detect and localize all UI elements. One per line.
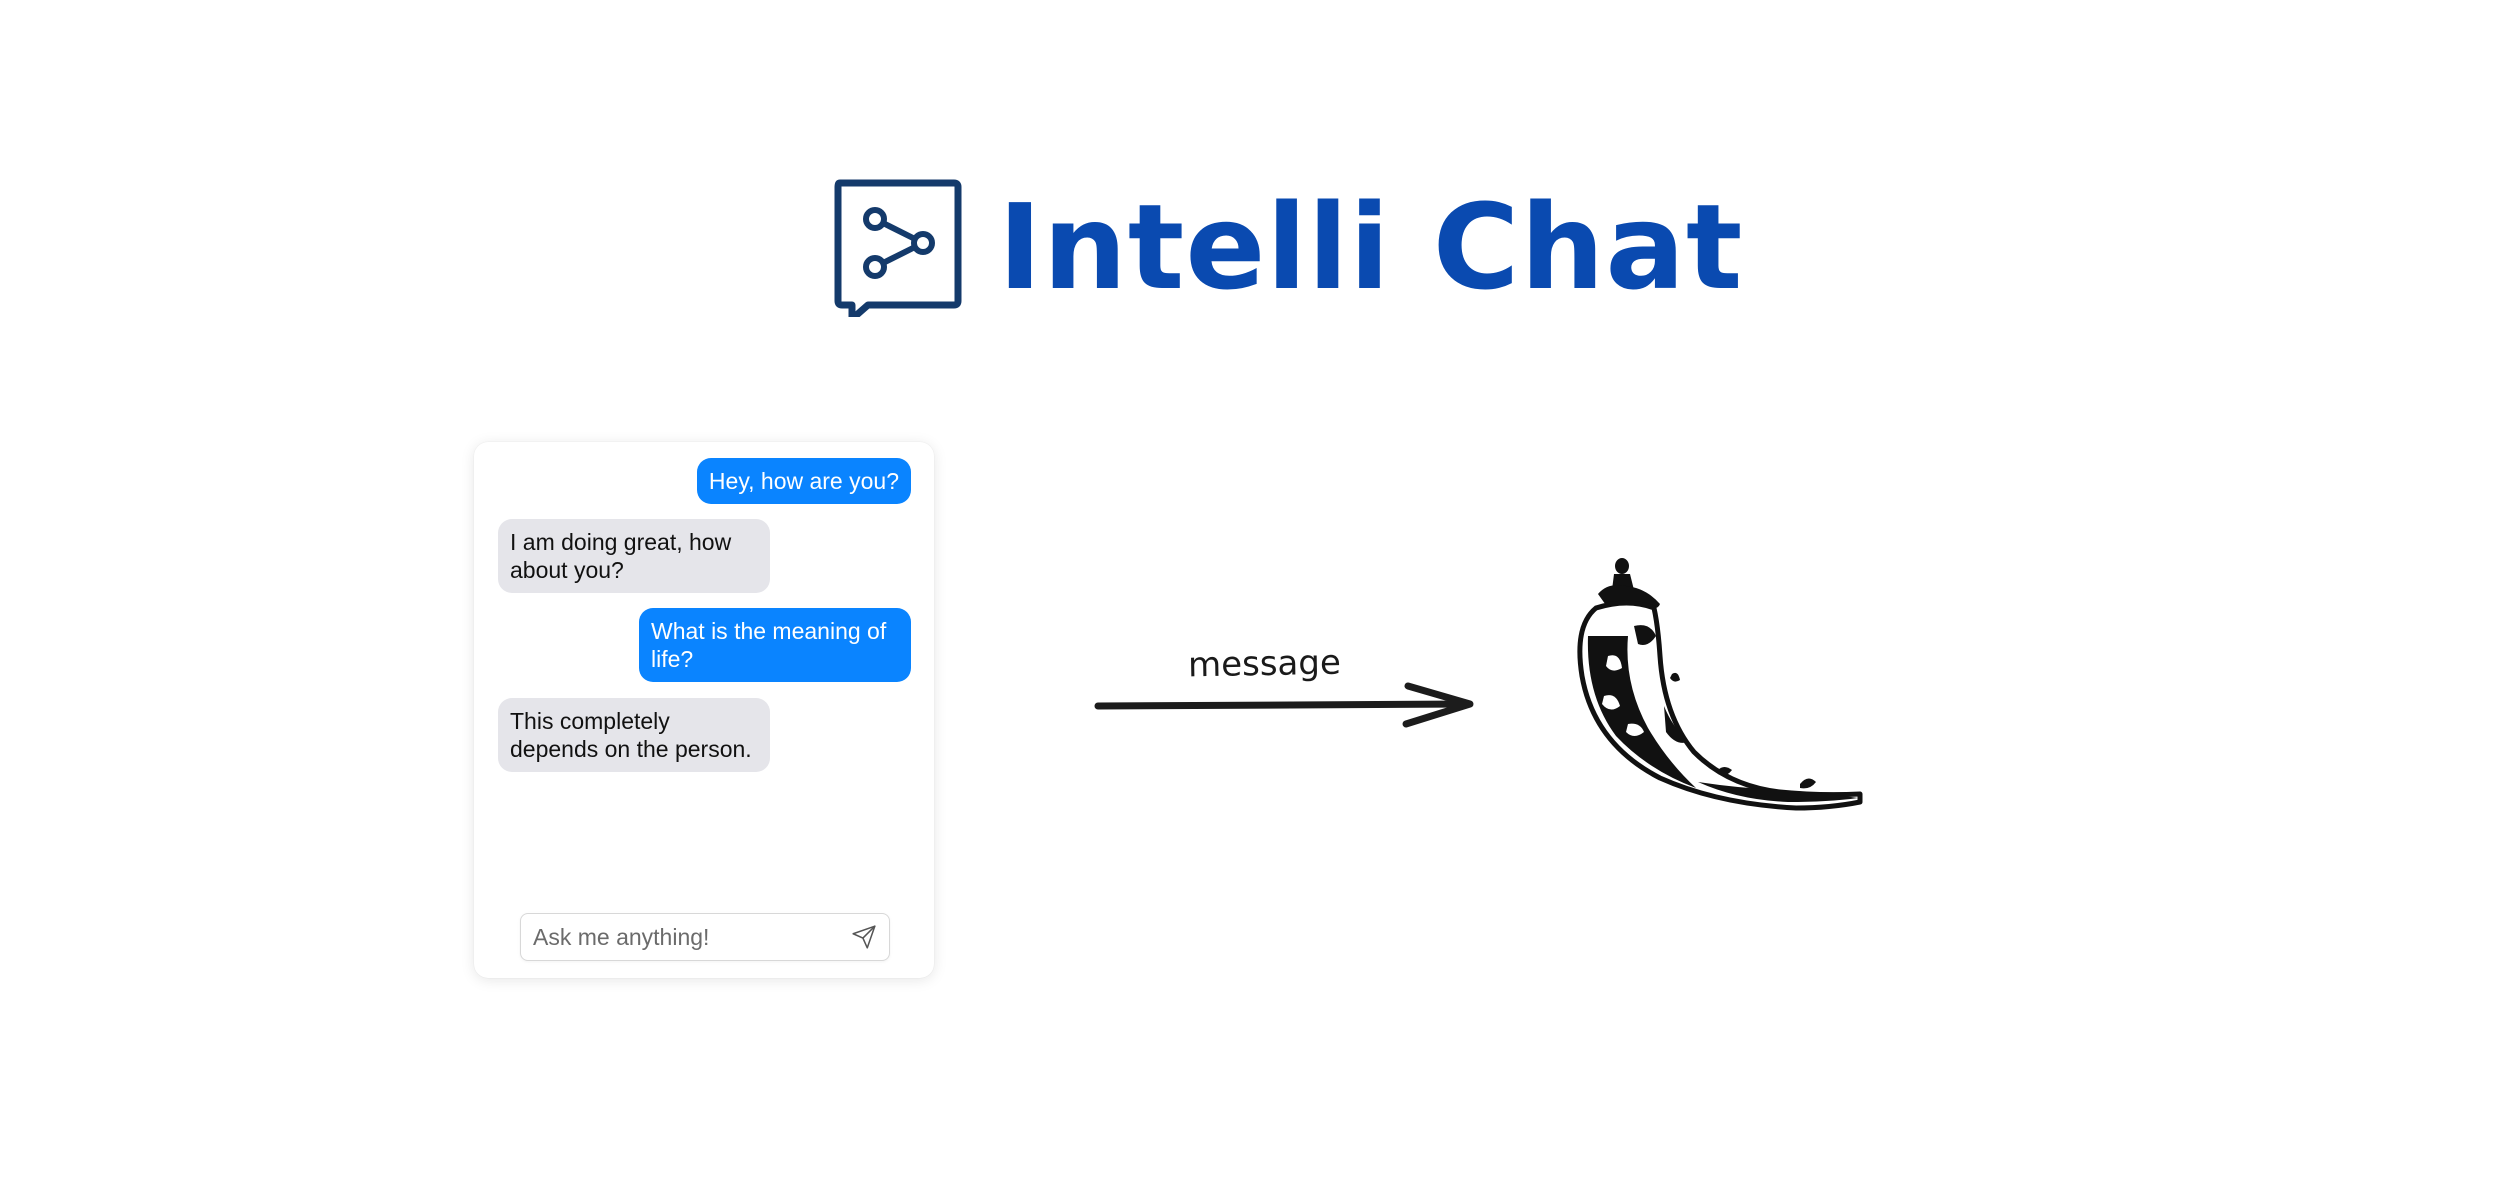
chat-share-icon [834,179,962,317]
chat-input[interactable] [521,914,831,960]
bot-message: I am doing great, how about you? [498,519,770,593]
user-message: Hey, how are you? [696,458,911,504]
flask-horn-icon [1577,558,1863,811]
chat-input-box [520,913,890,961]
app-title: Intelli Chat [998,178,1744,316]
send-icon [852,925,876,949]
send-button[interactable] [849,922,879,952]
bot-message: This completely depends on the person. [498,698,770,772]
chat-widget: Hey, how are you? I am doing great, how … [474,442,934,978]
user-message: What is the meaning of life? [639,608,911,682]
arrow-icon [1094,682,1474,728]
header: Intelli Chat [832,172,1743,322]
